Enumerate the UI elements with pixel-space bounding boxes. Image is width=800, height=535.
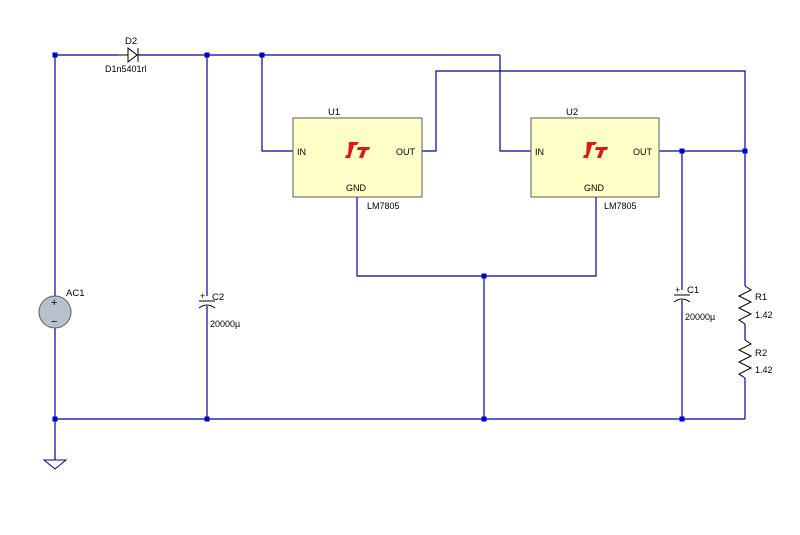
u2-pin-out: OUT bbox=[633, 147, 653, 157]
ground-symbol bbox=[42, 459, 68, 470]
linear-technology-logo-icon bbox=[583, 142, 608, 158]
u2-pin-in: IN bbox=[535, 147, 544, 157]
d2-ref: D2 bbox=[125, 36, 137, 47]
wire-u1-in bbox=[261, 55, 293, 152]
c2-ref: C2 bbox=[212, 292, 224, 303]
wires bbox=[54, 54, 746, 460]
node bbox=[204, 52, 210, 58]
resistor-icon bbox=[737, 285, 753, 325]
c2-value: 20000µ bbox=[210, 319, 240, 329]
c2-plate-bottom bbox=[198, 304, 216, 309]
junction-nodes bbox=[52, 52, 748, 422]
node bbox=[481, 416, 487, 422]
c2-plus: + bbox=[200, 291, 205, 301]
node bbox=[52, 52, 58, 58]
wire-u2-in bbox=[499, 55, 531, 152]
linear-technology-logo-icon bbox=[345, 142, 370, 158]
u1-pin-out: OUT bbox=[396, 147, 416, 157]
node bbox=[52, 416, 58, 422]
node bbox=[259, 52, 265, 58]
capacitor-c2[interactable]: + C2 20000µ bbox=[198, 291, 240, 329]
resistor-icon bbox=[737, 339, 753, 379]
u1-pin-in: IN bbox=[297, 147, 306, 157]
u2-ref: U2 bbox=[566, 107, 578, 118]
u2-pin-gnd: GND bbox=[584, 183, 605, 193]
u2-body bbox=[530, 117, 660, 198]
resistor-r1[interactable]: R1 1.42 bbox=[737, 285, 773, 325]
node bbox=[742, 148, 748, 154]
c1-ref: C1 bbox=[687, 285, 699, 296]
ac-source-ac1[interactable]: + − AC1 bbox=[38, 288, 84, 329]
ground-icon bbox=[42, 459, 68, 470]
node bbox=[481, 273, 487, 279]
wire-u1-out bbox=[422, 70, 746, 152]
ac1-plus: + bbox=[51, 297, 57, 309]
c1-plus: + bbox=[675, 285, 680, 295]
c1-plate-bottom bbox=[673, 298, 691, 303]
c1-value: 20000µ bbox=[685, 312, 715, 322]
node bbox=[679, 416, 685, 422]
r2-value: 1.42 bbox=[755, 365, 773, 375]
node bbox=[204, 416, 210, 422]
u1-body bbox=[292, 117, 423, 198]
d2-value: D1n5401rl bbox=[105, 64, 147, 74]
diode-d2[interactable]: D2 D1n5401rl bbox=[105, 36, 147, 74]
regulator-u1[interactable]: U1 IN OUT GND LM7805 bbox=[292, 107, 423, 211]
u2-part: LM7805 bbox=[604, 201, 637, 211]
ac-source-icon bbox=[38, 295, 72, 329]
ac1-ref: AC1 bbox=[66, 288, 84, 299]
diode-icon bbox=[127, 46, 138, 64]
wire-gnd-pins bbox=[356, 197, 597, 277]
u1-ref: U1 bbox=[328, 107, 340, 118]
regulator-u2[interactable]: U2 IN OUT GND LM7805 bbox=[530, 107, 660, 211]
ac1-minus: − bbox=[51, 316, 57, 328]
u1-part: LM7805 bbox=[367, 201, 400, 211]
r2-ref: R2 bbox=[755, 348, 767, 359]
capacitor-c1[interactable]: + C1 20000µ bbox=[673, 285, 715, 322]
r1-ref: R1 bbox=[755, 292, 767, 303]
resistor-r2[interactable]: R2 1.42 bbox=[737, 339, 773, 379]
node bbox=[679, 148, 685, 154]
r1-value: 1.42 bbox=[755, 310, 773, 320]
u1-pin-gnd: GND bbox=[346, 183, 367, 193]
